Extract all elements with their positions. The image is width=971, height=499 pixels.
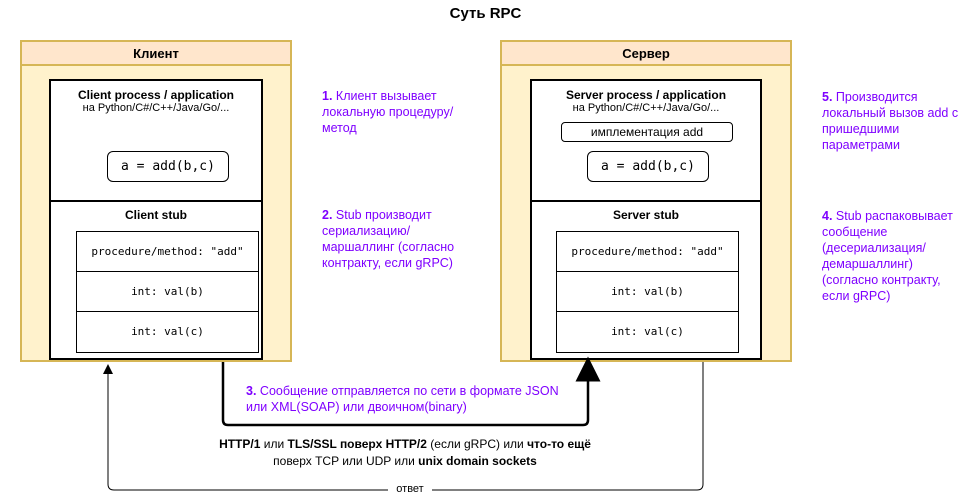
client-stub-divider — [51, 200, 261, 202]
client-stub-title: Client stub — [125, 208, 187, 222]
server-call-code: a = add(b,c) — [587, 151, 709, 182]
server-stub-table: procedure/method: "add" int: val(b) int:… — [556, 231, 739, 353]
client-call-code: a = add(b,c) — [107, 151, 229, 182]
note-1: 1. Клиент вызывает локальную процедуру/ … — [322, 89, 454, 135]
note-4: 4. Stub распаковывает сообщение (десериа… — [822, 209, 953, 303]
server-impl-label: имплементация add — [561, 122, 733, 142]
client-stub-table: procedure/method: "add" int: val(b) int:… — [76, 231, 259, 353]
server-header: Сервер — [502, 42, 790, 66]
client-process-title: Client process / application — [77, 88, 235, 102]
diagram-title: Суть RPC — [449, 5, 522, 22]
transport-line-2: поверх TCP или UDP или unix domain socke… — [273, 454, 537, 468]
client-stub-row: procedure/method: "add" — [77, 232, 258, 272]
note-5: 5. Производится локальный вызов add с пр… — [822, 90, 959, 152]
client-process-subtitle: на Python/C#/C++/Java/Go/... — [82, 102, 230, 114]
transport-description: HTTP/1 или TLS/SSL поверх HTTP/2 (если g… — [180, 436, 630, 470]
note-3: 3. Сообщение отправляется по сети в форм… — [246, 384, 559, 414]
note-2: 2. Stub производит сериализацию/маршалли… — [322, 208, 455, 270]
client-header: Клиент — [22, 42, 290, 66]
server-stub-title: Server stub — [612, 208, 680, 222]
server-process-box: Server process / application на Python/C… — [530, 79, 762, 360]
client-process-box: Client process / application на Python/C… — [49, 79, 263, 360]
response-label: ответ — [388, 483, 432, 496]
server-stub-row: int: val(c) — [611, 325, 684, 338]
transport-line-1: HTTP/1 или TLS/SSL поверх HTTP/2 (если g… — [219, 437, 591, 451]
server-process-subtitle: на Python/C#/C++/Java/Go/... — [572, 102, 720, 114]
server-process-title: Server process / application — [565, 88, 727, 102]
server-stub-row: int: val(b) — [557, 272, 738, 312]
client-stub-row: int: val(c) — [131, 325, 204, 338]
server-stub-divider — [532, 200, 760, 202]
message-arrow — [221, 356, 601, 427]
server-stub-row: procedure/method: "add" — [557, 232, 738, 272]
client-stub-row: int: val(b) — [77, 272, 258, 312]
